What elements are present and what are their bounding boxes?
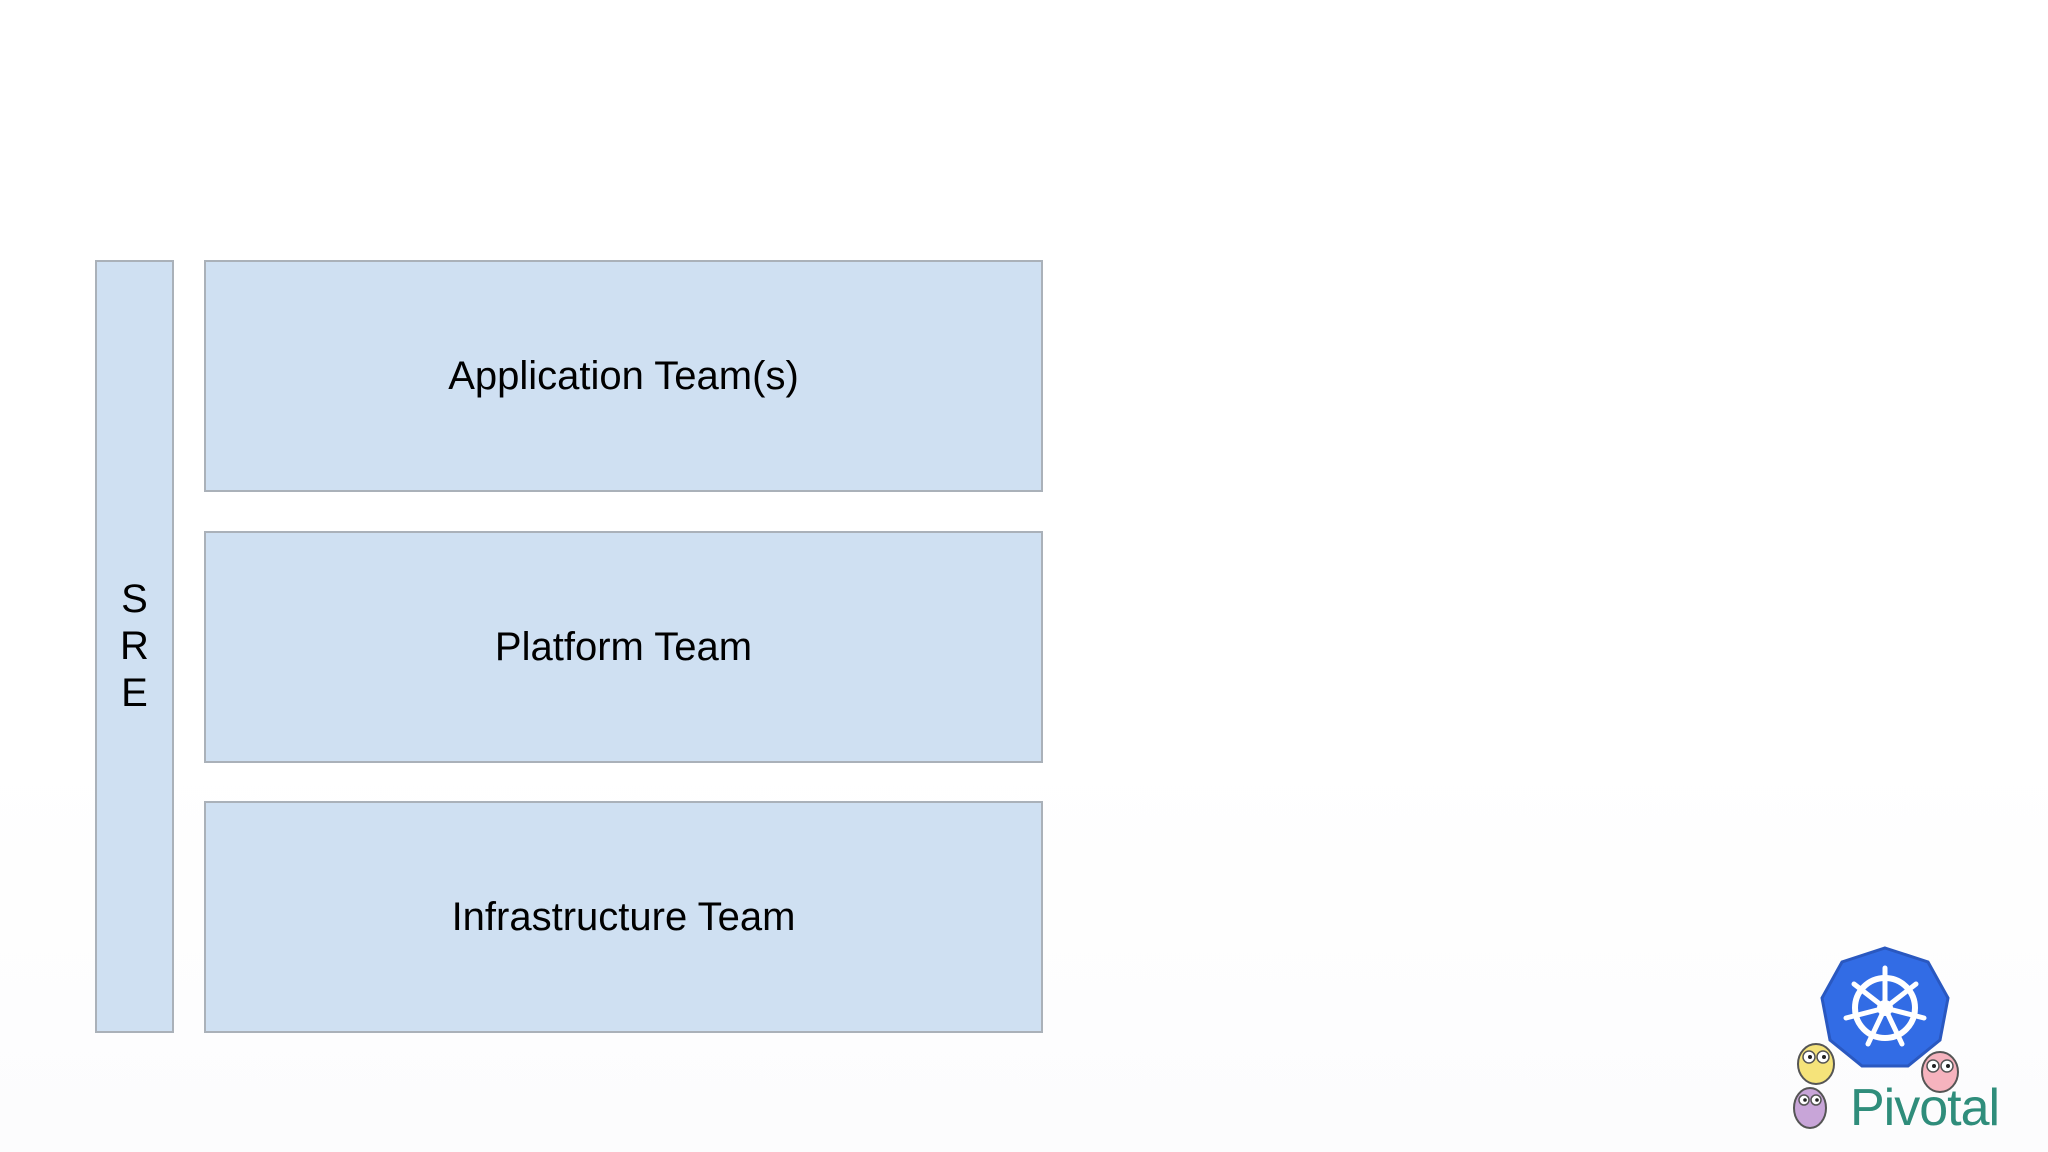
sre-letter: R xyxy=(120,624,149,668)
application-team-box: Application Team(s) xyxy=(204,260,1043,492)
platform-team-label: Platform Team xyxy=(494,624,753,669)
kubernetes-gopher-logo xyxy=(1793,946,1959,1129)
gopher-mascot-icon xyxy=(1793,1043,1959,1129)
infrastructure-team-box: Infrastructure Team xyxy=(204,801,1043,1033)
sre-letter: E xyxy=(121,671,148,715)
sre-letter: S xyxy=(121,577,148,621)
pivotal-logo-text: Pivotal xyxy=(1850,1079,2000,1137)
platform-team-box: Platform Team xyxy=(204,531,1043,763)
application-team-label: Application Team(s) xyxy=(448,353,799,398)
infrastructure-team-label: Infrastructure Team xyxy=(451,894,796,939)
kubernetes-wheel-icon xyxy=(1820,946,1950,1068)
sre-column: S R E xyxy=(95,260,174,1033)
sre-label: S R E xyxy=(120,576,149,717)
